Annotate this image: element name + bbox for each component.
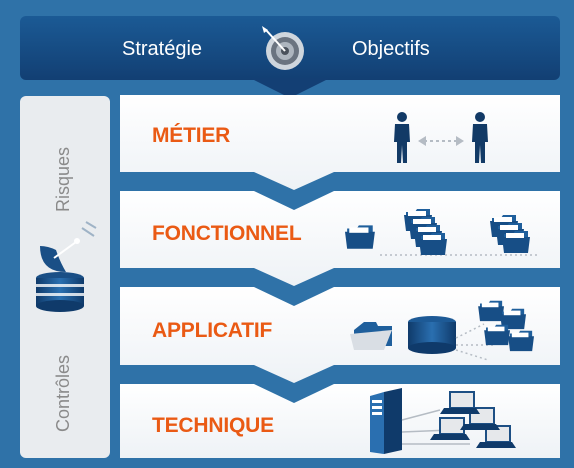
server-network-icon bbox=[370, 388, 516, 454]
layer-label-metier: MÉTIER bbox=[152, 124, 231, 147]
layer-label-technique: TECHNIQUE bbox=[152, 414, 274, 437]
objectifs-label: Objectifs bbox=[352, 38, 430, 60]
folder-stacks-icon bbox=[345, 209, 540, 256]
risques-label: Risques bbox=[53, 146, 73, 212]
layer-card-fonctionnel bbox=[120, 191, 560, 286]
controles-label: Contrôles bbox=[53, 354, 73, 432]
layer-card-metier bbox=[120, 95, 560, 190]
layer-card-applicatif bbox=[120, 287, 560, 383]
layer-label-fonctionnel: FONCTIONNEL bbox=[152, 222, 302, 245]
people-exchange-icon bbox=[394, 112, 488, 163]
target-icon bbox=[262, 26, 304, 70]
satellite-database-icon bbox=[36, 221, 97, 312]
strategie-label: Stratégie bbox=[122, 38, 203, 60]
database-folders-icon bbox=[350, 300, 534, 361]
layer-label-applicatif: APPLICATIF bbox=[152, 319, 273, 342]
